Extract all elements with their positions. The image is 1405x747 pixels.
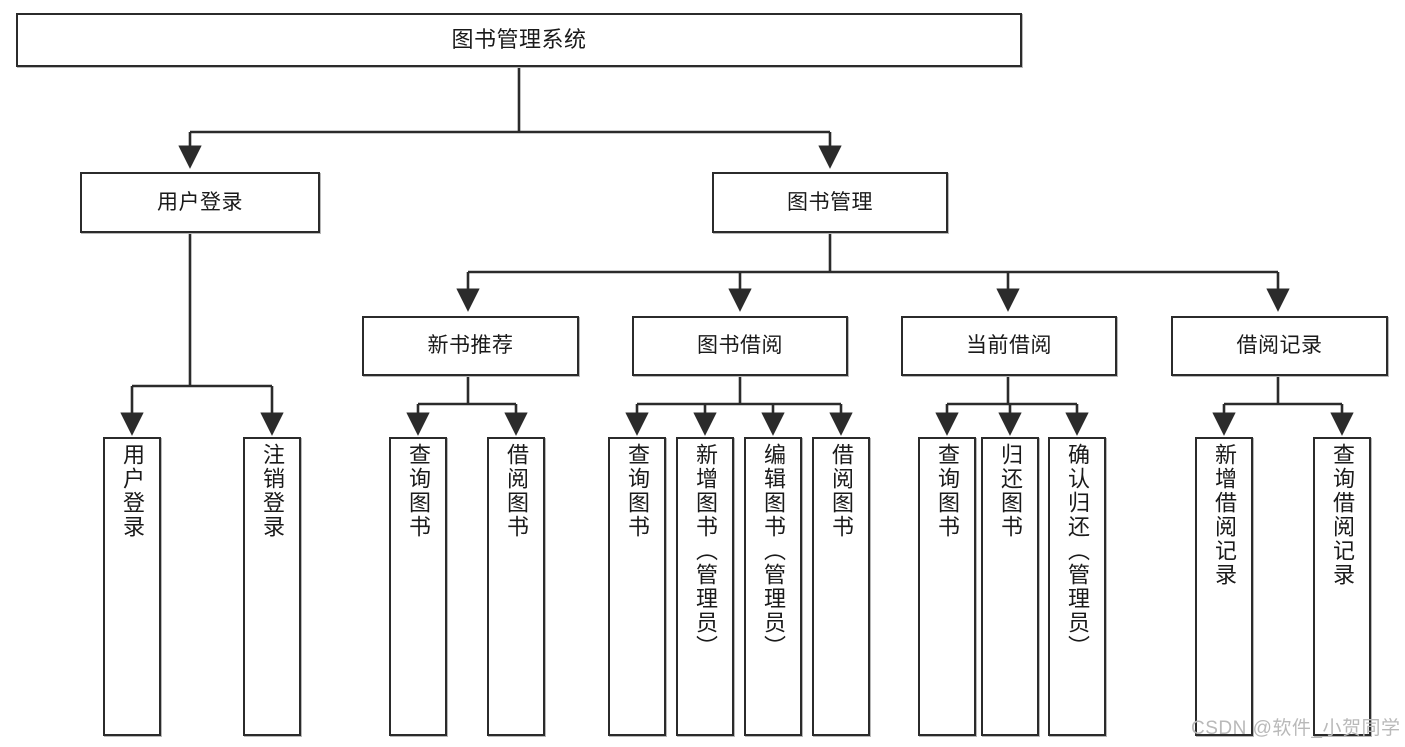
node-new-book-recommend[interactable]: 新书推荐 [362, 316, 579, 376]
leaf-user-login-2-label: 注销登录 [260, 443, 285, 539]
leaf-user-login-2[interactable]: 注销登录 [243, 437, 301, 736]
leaf-current-borrow-1-label: 查询图书 [935, 443, 960, 539]
node-root[interactable]: 图书管理系统 [16, 13, 1022, 67]
node-root-label: 图书管理系统 [451, 26, 587, 52]
leaf-book-borrow-2-label: 新增图书（管理员） [693, 443, 718, 659]
leaf-current-borrow-1[interactable]: 查询图书 [918, 437, 976, 736]
leaf-current-borrow-2[interactable]: 归还图书 [981, 437, 1039, 736]
leaf-new-book-1-label: 查询图书 [406, 443, 431, 539]
leaf-book-borrow-3[interactable]: 编辑图书（管理员） [744, 437, 802, 736]
node-borrow-record-label: 借阅记录 [1236, 334, 1323, 358]
leaf-book-borrow-2[interactable]: 新增图书（管理员） [676, 437, 734, 736]
leaf-current-borrow-3[interactable]: 确认归还（管理员） [1048, 437, 1106, 736]
node-new-book-recommend-label: 新书推荐 [427, 334, 514, 358]
node-user-login-label: 用户登录 [157, 190, 243, 214]
leaf-user-login-1[interactable]: 用户登录 [103, 437, 161, 736]
leaf-borrow-record-2-label: 查询借阅记录 [1330, 443, 1355, 587]
leaf-borrow-record-1-label: 新增借阅记录 [1212, 443, 1237, 587]
leaf-new-book-2-label: 借阅图书 [504, 443, 529, 539]
node-user-login[interactable]: 用户登录 [80, 172, 320, 233]
leaf-book-borrow-3-label: 编辑图书（管理员） [761, 443, 786, 659]
watermark-text: CSDN @软件_小贺同学 [1191, 718, 1401, 739]
leaf-book-borrow-1-label: 查询图书 [625, 443, 650, 539]
node-book-borrow[interactable]: 图书借阅 [632, 316, 848, 376]
leaf-current-borrow-2-label: 归还图书 [998, 443, 1023, 539]
leaf-book-borrow-4-label: 借阅图书 [829, 443, 854, 539]
leaf-borrow-record-2[interactable]: 查询借阅记录 [1313, 437, 1371, 736]
node-borrow-record[interactable]: 借阅记录 [1171, 316, 1388, 376]
node-book-manage-label: 图书管理 [787, 190, 873, 214]
node-current-borrow[interactable]: 当前借阅 [901, 316, 1117, 376]
leaf-new-book-2[interactable]: 借阅图书 [487, 437, 545, 736]
leaf-borrow-record-1[interactable]: 新增借阅记录 [1195, 437, 1253, 736]
leaf-user-login-1-label: 用户登录 [120, 443, 145, 539]
node-book-manage[interactable]: 图书管理 [712, 172, 948, 233]
leaf-book-borrow-1[interactable]: 查询图书 [608, 437, 666, 736]
leaf-book-borrow-4[interactable]: 借阅图书 [812, 437, 870, 736]
leaf-current-borrow-3-label: 确认归还（管理员） [1065, 443, 1090, 659]
leaf-new-book-1[interactable]: 查询图书 [389, 437, 447, 736]
node-current-borrow-label: 当前借阅 [966, 334, 1052, 358]
node-book-borrow-label: 图书借阅 [697, 334, 783, 358]
